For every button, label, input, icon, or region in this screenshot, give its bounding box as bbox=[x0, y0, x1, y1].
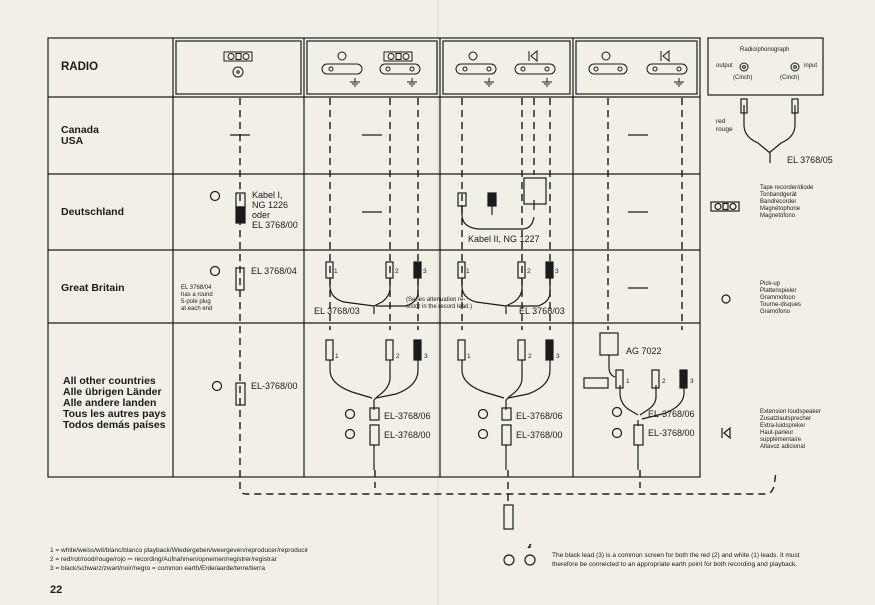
lead-number-1: 1 bbox=[626, 378, 630, 385]
lead-number-2: 2 bbox=[395, 268, 399, 275]
ag-7022-label: AG 7022 bbox=[626, 346, 662, 356]
el-3768-04-label: EL 3768/04 bbox=[251, 266, 297, 276]
lead-number-1: 1 bbox=[335, 353, 339, 360]
lead-color-legend: 1 = white/weiss/wit/blanc/blanco playbac… bbox=[50, 547, 309, 572]
radio-header: RADIO bbox=[61, 61, 99, 73]
el-3768-00-label-a: EL-3768/00 bbox=[251, 381, 298, 391]
lead-number-1: 1 bbox=[466, 268, 470, 275]
lead-number-1: 1 bbox=[467, 353, 471, 360]
page-fold bbox=[437, 0, 439, 605]
lead-number-3: 3 bbox=[423, 268, 427, 275]
page-number: 22 bbox=[50, 584, 63, 596]
table-frame bbox=[47, 37, 701, 478]
radio-phonograph-title: Radio/phonograph bbox=[740, 47, 790, 53]
lead-number-1: 1 bbox=[334, 268, 338, 275]
lead-number-3: 3 bbox=[424, 353, 428, 360]
el-3768-00-label-b: EL-3768/00 bbox=[384, 430, 431, 440]
lead-number-3: 3 bbox=[690, 378, 694, 385]
series-attenuation-note: (Series attenuation re-sistor in the rec… bbox=[406, 297, 473, 310]
cinch-right-label: (Cinch) bbox=[780, 75, 800, 81]
earth-lead-note: The black lead (3) is a common screen fo… bbox=[552, 552, 800, 568]
el-3768-06-label-c: EL-3768/06 bbox=[516, 411, 563, 421]
lead-number-2: 2 bbox=[527, 268, 531, 275]
lead-number-3: 3 bbox=[555, 268, 559, 275]
output-label: output bbox=[716, 63, 733, 69]
el-3768-00-label-d: EL-3768/00 bbox=[648, 428, 695, 438]
el-3768-03-label-b: EL 3768/03 bbox=[519, 306, 565, 316]
row-label-deutschland: Deutschland bbox=[61, 206, 125, 218]
row-label-great-britain: Great Britain bbox=[61, 282, 125, 294]
input-label: input bbox=[804, 63, 818, 69]
el-3768-05-label: EL 3768/05 bbox=[787, 155, 833, 165]
el-3768-03-label-a: EL 3768/03 bbox=[314, 306, 360, 316]
lead-number-3: 3 bbox=[556, 353, 560, 360]
lead-number-2: 2 bbox=[396, 353, 400, 360]
el-3768-06-label-b: EL-3768/06 bbox=[384, 411, 431, 421]
radio-phonograph-box bbox=[707, 37, 824, 96]
cinch-left-label: (Cinch) bbox=[733, 75, 753, 81]
lead-number-2: 2 bbox=[528, 353, 532, 360]
el-3768-00-label-c: EL-3768/00 bbox=[516, 430, 563, 440]
el-3768-06-label-d: EL-3768/06 bbox=[648, 409, 695, 419]
kabel-ii-label: Kabel II, NG 1227 bbox=[468, 234, 540, 244]
lead-number-2: 2 bbox=[662, 378, 666, 385]
